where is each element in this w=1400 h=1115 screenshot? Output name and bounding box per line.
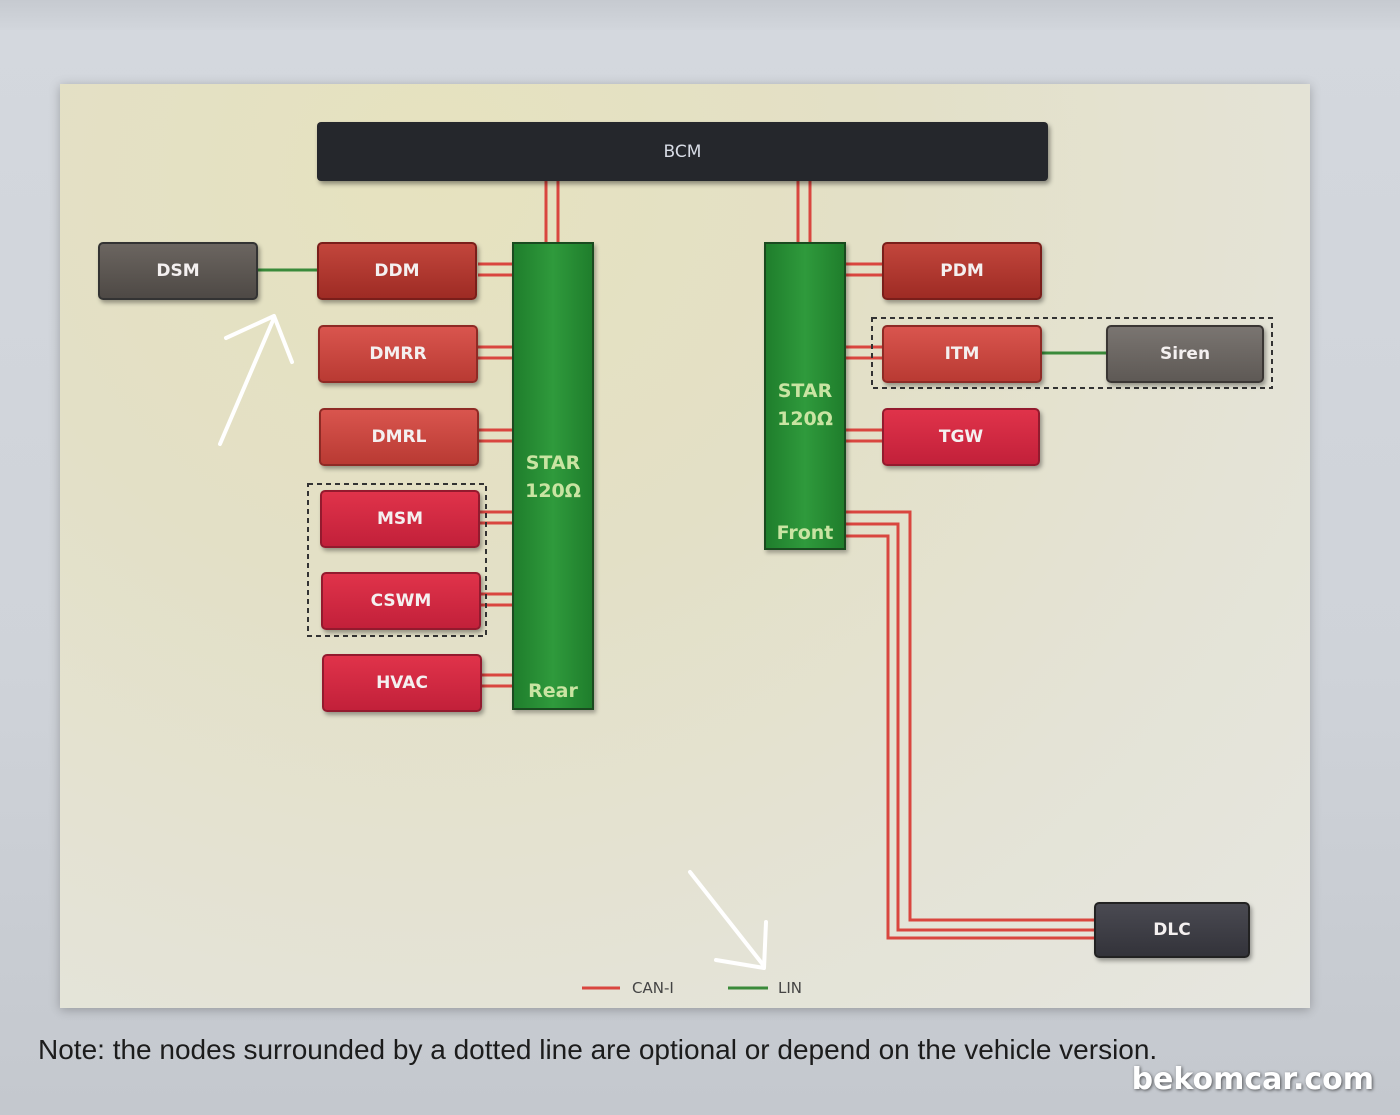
star-rear-position: Rear [528,680,578,702]
star-front-position: Front [776,522,834,544]
watermark: bekomcar.com [1131,1062,1374,1097]
bcm-node: BCM [317,122,1048,181]
legend-lin-label: LIN [778,979,803,997]
cswm-label: CSWM [370,591,432,611]
hvac-node: HVAC [322,654,482,712]
pdm-node: PDM [882,242,1042,300]
wiring-layer [258,181,1273,990]
ddm-label: DDM [374,261,420,281]
cswm-node: CSWM [321,572,481,630]
dsm-label: DSM [156,261,200,281]
legend-can-label: CAN-I [632,979,674,997]
can-wire-dlc [846,534,1094,940]
dmrr-label: DMRR [369,344,427,364]
hvac-label: HVAC [376,673,428,693]
star-rear: STAR 120Ω Rear [512,242,594,710]
dlc-node: DLC [1094,902,1250,958]
dlc-label: DLC [1153,920,1191,940]
dmrr-node: DMRR [318,325,478,383]
footnote: Note: the nodes surrounded by a dotted l… [38,1034,1158,1065]
pdm-label: PDM [940,261,984,281]
star-front: STAR 120Ω Front [764,242,846,550]
can-wire-dlc [846,510,1094,922]
star-rear-title: STAR [525,452,581,474]
diagram-slide: BCM DSM DDM DMRR DMRL MSM CSWM HVAC STAR… [60,84,1310,1008]
dmrl-label: DMRL [371,427,427,447]
dsm-node: DSM [98,242,258,300]
siren-node: Siren [1106,325,1264,383]
star-front-resistance: 120Ω [777,408,833,430]
dmrl-node: DMRL [319,408,479,466]
siren-label: Siren [1159,344,1211,364]
star-rear-resistance: 120Ω [525,480,581,502]
itm-node: ITM [882,325,1042,383]
msm-node: MSM [320,490,480,548]
ddm-node: DDM [317,242,477,300]
star-front-title: STAR [777,380,833,402]
optional-group-msm-cswm [307,483,487,637]
bcm-label: BCM [663,141,702,162]
can-wire-dlc [846,522,1094,932]
tgw-label: TGW [938,427,984,447]
optional-group-itm-siren [871,317,1273,389]
itm-label: ITM [944,344,980,364]
top-strip [0,0,1400,30]
msm-label: MSM [376,509,424,529]
tgw-node: TGW [882,408,1040,466]
